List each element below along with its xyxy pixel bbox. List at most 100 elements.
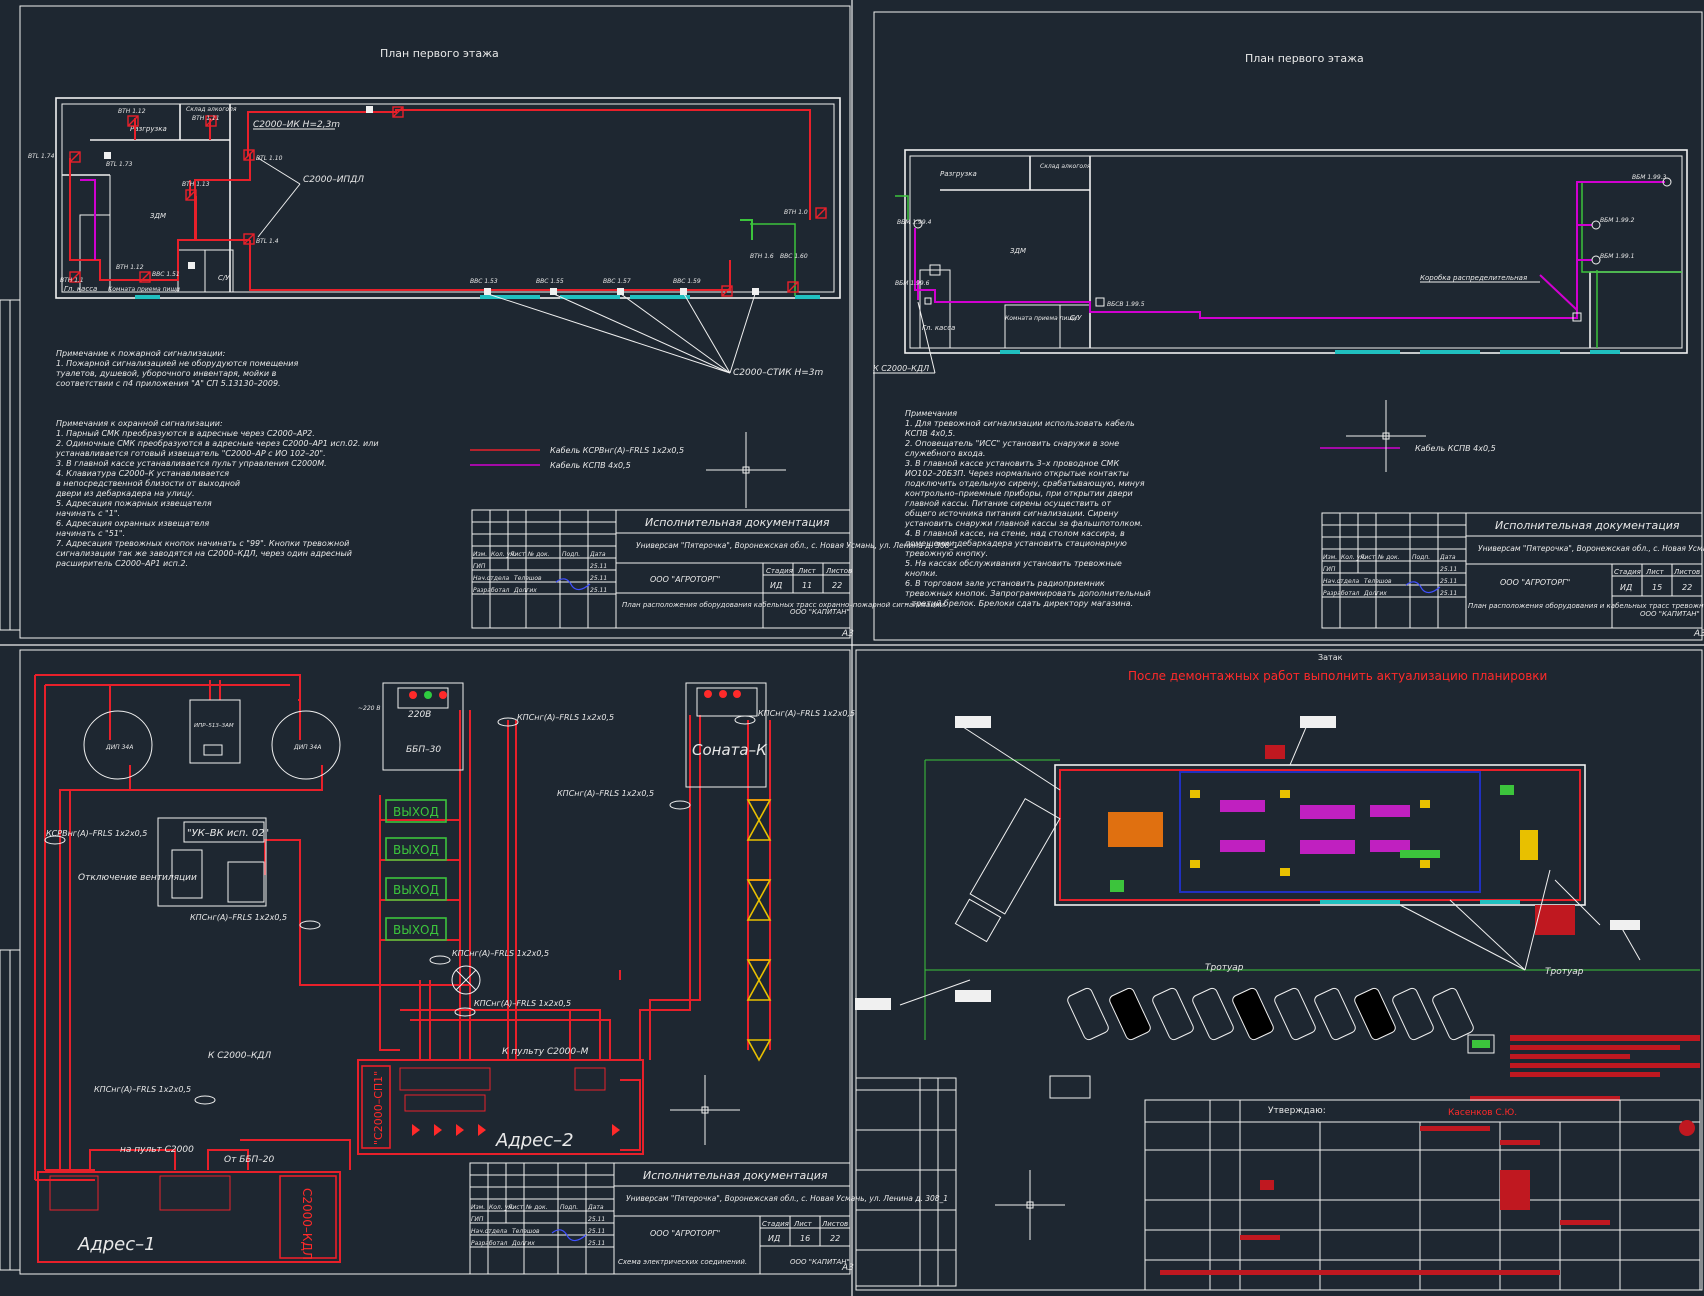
s1-device-markers [69,106,827,297]
svg-text:"С2000–СП1": "С2000–СП1" [372,1071,385,1145]
s3-detector-dip-1 [83,710,153,780]
svg-text:Соната–К: Соната–К [692,741,768,759]
svg-text:начинать с "1".: начинать с "1". [56,509,120,518]
svg-text:Кол. уч.: Кол. уч. [1341,554,1366,561]
s3-to-c2000m: К пульту С2000–М [502,1047,589,1057]
svg-text:7. Адресация тревожных кнопок: 7. Адресация тревожных кнопок начинать с… [56,539,349,548]
s1-dev-2: ВТН 1.13 [182,181,210,188]
svg-text:помещении дебаркадера установи: помещении дебаркадера установить стацион… [905,539,1127,548]
s2-crosshair [1346,400,1426,472]
s1-dev-12: ВВС 1.55 [536,278,564,285]
sheet1-title: План первого этажа [380,47,499,60]
svg-text:Телешов: Телешов [514,575,542,582]
s2-kdl-label: К С2000–КДЛ [873,364,929,373]
svg-text:2. Одиночные СМК преобразуются: 2. Одиночные СМК преобразуются в адресны… [56,439,379,448]
svg-text:Дата: Дата [1439,554,1456,561]
s2-title-block: Исполнительная документация Универсам "П… [1321,512,1704,629]
svg-text:Лист: Лист [1359,554,1376,561]
svg-text:тревожных кнопок. Запрограммир: тревожных кнопок. Запрограммировать допо… [905,589,1151,598]
s3-sonata-k [685,682,767,788]
s3-lamp [451,965,481,995]
svg-text:6. Адресация охранных извещате: 6. Адресация охранных извещателя [56,519,209,528]
svg-text:Дата: Дата [589,551,606,558]
s4-red-name: Касенков С.Ю. [1448,1108,1517,1118]
svg-text:КСПВ 4х0,5.: КСПВ 4х0,5. [905,429,955,438]
svg-text:1. Для тревожной сигнализации: 1. Для тревожной сигнализации использова… [905,419,1135,428]
s1-dev-17: ВТL 1.73 [106,161,133,168]
s3-uk-vk [157,817,267,907]
svg-text:подключить отдельную сирену, с: подключить отдельную сирену, срабатывающ… [905,479,1145,488]
svg-text:КПСнг(А)–FRLS 1х2х0,5: КПСнг(А)–FRLS 1х2х0,5 [758,709,855,718]
svg-text:План расположения оборудования: План расположения оборудования и кабельн… [1468,602,1704,610]
svg-text:25.11: 25.11 [588,1228,605,1235]
svg-text:кнопки.: кнопки. [905,569,938,578]
svg-text:ООО "АГРОТОРГ": ООО "АГРОТОРГ" [1500,578,1570,587]
svg-text:22: 22 [830,1234,840,1243]
s1-title-block: Исполнительная документация Универсам "П… [471,509,958,629]
svg-text:Стадия: Стадия [1614,568,1641,576]
s4-truck [954,798,1061,943]
svg-text:КПСнг(А)–FRLS 1х2х0,5: КПСнг(А)–FRLS 1х2х0,5 [557,789,654,798]
s1-dev-5: ВТL 1.4 [256,238,279,245]
svg-text:Разработал: Разработал [471,1240,508,1247]
s1-dev-9: ВВС 1.51 [152,271,180,278]
svg-text:установить снаружи главной кас: установить снаружи главной кассы за фаль… [904,519,1143,528]
svg-text:С/У: С/У [1070,314,1082,322]
svg-text:тревожную кнопку.: тревожную кнопку. [905,549,988,558]
format-mark-a3-2: А3 [1693,629,1704,639]
svg-text:25.11: 25.11 [1440,590,1457,597]
svg-text:25.11: 25.11 [588,1240,605,1247]
s3-cable-sleeves [44,715,756,1105]
svg-text:3. В главной кассе устанавлива: 3. В главной кассе устанавливается пульт… [56,459,327,468]
svg-text:25.11: 25.11 [1440,566,1457,573]
svg-text:ООО "КАПИТАН": ООО "КАПИТАН" [1640,610,1700,618]
svg-text:№ док.: № док. [1377,554,1400,561]
s1-crosshair [706,432,786,508]
s1-dev-18: ВТL 1.74 [28,153,55,160]
svg-text:Нач.отдела: Нач.отдела [473,575,509,582]
svg-text:ООО "КАПИТАН": ООО "КАПИТАН" [790,1258,850,1266]
svg-text:ООО "АГРОТОРГ": ООО "АГРОТОРГ" [650,575,720,584]
svg-text:1. Парный СМК преобразуются в: 1. Парный СМК преобразуются в адресные ч… [56,429,315,438]
s4-tag: Затак [1318,653,1343,662]
svg-text:Лист: Лист [793,1220,813,1228]
svg-text:Листов: Листов [1673,568,1700,576]
svg-text:начинать с "51".: начинать с "51". [56,529,125,538]
s1-label-stik: С2000–СТИК Н=3m [733,368,823,378]
svg-text:ВЫХОД: ВЫХОД [393,805,439,819]
svg-text:Дата: Дата [587,1204,604,1211]
svg-text:Примечание к пожарной сигнализ: Примечание к пожарной сигнализации: [56,349,226,358]
svg-text:ООО "АГРОТОРГ": ООО "АГРОТОРГ" [650,1229,720,1238]
svg-text:Кол. уч.: Кол. уч. [491,551,516,558]
svg-text:5. Адресация пожарных извещате: 5. Адресация пожарных извещателя [56,499,212,508]
svg-text:Лист: Лист [509,551,526,558]
svg-text:№ док.: № док. [527,551,550,558]
svg-text:Стадия: Стадия [762,1220,789,1228]
s1-dev-8: ВТН 1.1 [60,277,84,284]
svg-text:25.11: 25.11 [590,587,607,594]
s3-crosshair [670,1075,740,1145]
s4-approval-table [1144,1099,1701,1291]
svg-text:контрольно–приемные приборы, п: контрольно–приемные приборы, при открыти… [905,489,1133,498]
svg-text:4. Клавиатура С2000–К устанавл: 4. Клавиатура С2000–К устанавливается [56,469,229,478]
svg-text:ВБМ 1.99.2: ВБМ 1.99.2 [1600,217,1635,224]
s4-orange-area [1108,812,1163,847]
svg-text:ГИП: ГИП [471,1216,484,1223]
svg-text:Склад алкоголя: Склад алкоголя [1040,163,1091,170]
s1-dev-3: ВТН 1.12 [116,264,144,271]
svg-text:ДИП 34А: ДИП 34А [293,744,321,751]
s1-room-gl-kassa: Гл. касса [64,285,97,293]
svg-text:25.11: 25.11 [590,575,607,582]
svg-text:25.11: 25.11 [590,563,607,570]
svg-text:КПСнг(А)–FRLS 1х2х0,5: КПСнг(А)–FRLS 1х2х0,5 [94,1085,191,1094]
svg-text:1. Пожарной сигнализацией не о: 1. Пожарной сигнализацией не оборудуются… [56,359,298,368]
svg-text:Изм.: Изм. [1323,554,1337,561]
s1-room-zdm: ЗДМ [150,212,166,220]
s4-table-title: Утверждаю: [1268,1106,1326,1116]
svg-text:6. В торговом зале установить: 6. В торговом зале установить радиоприем… [905,579,1105,588]
s3-c2000-kdl [37,1171,341,1263]
svg-text:220В: 220В [408,710,431,720]
svg-text:КПСнг(А)–FRLS 1х2х0,5: КПСнг(А)–FRLS 1х2х0,5 [452,949,549,958]
svg-text:Листов: Листов [821,1220,848,1228]
